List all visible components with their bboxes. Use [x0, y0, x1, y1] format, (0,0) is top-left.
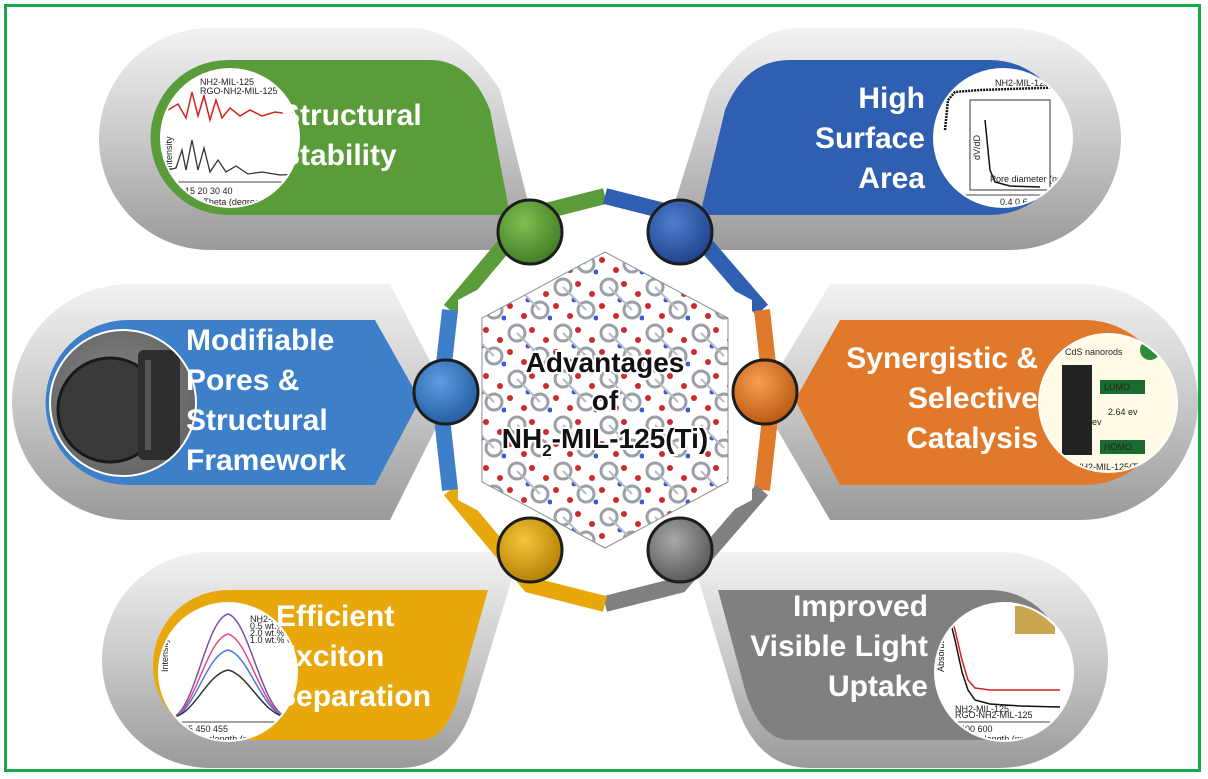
card-label-line: Visible Light — [750, 630, 928, 663]
card-label-line: Area — [858, 162, 925, 195]
card-label-line: Selective — [908, 382, 1038, 415]
inset-ticks: 400 600 — [960, 724, 993, 734]
connector-discs — [412, 198, 799, 584]
disc-gray — [646, 516, 714, 584]
card-label-line: Structural — [280, 99, 422, 132]
inset-absorbance: 400 600 Wavelength (nm) NH2-MIL-125 RGO-… — [934, 602, 1074, 744]
card-label-line: Efficient — [276, 600, 394, 633]
card-label-line: Stability — [280, 139, 397, 172]
card-label-line: Pores & — [186, 364, 299, 397]
inset-label-lumo: LUMO — [1104, 382, 1130, 392]
inset-ticks: 0.4 0.6 — [1000, 197, 1028, 207]
card-label-line: Catalysis — [906, 422, 1038, 455]
inset-xlabel: Wavelength (nm) — [190, 734, 258, 744]
inset-legend: NH2-MIL-125(Ti) — [995, 78, 1062, 88]
inset-ylabel: dV/dD — [972, 134, 982, 160]
inset-xlabel: Wavelength (nm) — [962, 734, 1030, 744]
disc-green — [496, 198, 564, 266]
disc-orange — [731, 358, 799, 426]
label-high-surface-area: High Surface Area — [815, 82, 925, 195]
label-synergistic-catalysis: Synergistic & Selective Catalysis — [846, 342, 1038, 455]
inset-label-gap2: 2.36 ev — [1072, 417, 1102, 427]
inset-label-gap1: 2.64 ev — [1108, 407, 1138, 417]
card-label-line: Exciton — [276, 640, 384, 673]
inset-pl-spectrum: 445 450 455 Wavelength (nm) NH2-MIL-125 … — [158, 602, 355, 744]
card-label-line: High — [858, 82, 925, 115]
label-exciton-separation: Efficient Exciton Separation — [276, 600, 431, 713]
inset-ticks: 445 450 455 — [178, 724, 228, 734]
card-label-line: Synergistic & — [846, 342, 1038, 375]
hexagon-crystal-structure — [481, 251, 729, 549]
inset-xlabel: 2 Theta (degree) — [196, 197, 263, 207]
inset-sem-image — [49, 329, 197, 477]
inset-high-surface-area: 0.4 0.6 NH2-MIL-125(Ti) Pore diameter (n… — [933, 68, 1073, 208]
inset-legend-2: RGO-NH2-MIL-125 — [955, 710, 1033, 720]
card-label-line: Separation — [276, 680, 431, 713]
inset-structural-stability: 15 20 30 40 2 Theta (degree) NH2-MIL-125… — [160, 68, 300, 208]
card-label-line: Modifiable — [186, 324, 334, 357]
inset-label-homo: HOMO — [1104, 442, 1132, 452]
inset-ylabel: Absorbance — [936, 624, 946, 672]
center-title-line3: NH2-MIL-125(Ti) — [502, 423, 709, 460]
inset-legend-4: 1.0 wt.% Cd/NH2-MIL-125 — [250, 635, 355, 645]
inset-ylabel: Intensity — [160, 638, 170, 672]
label-structural-stability: Structural Stability — [280, 99, 422, 172]
card-label-line: Structural — [186, 404, 328, 437]
label-modifiable-pores: Modifiable Pores & Structural Framework — [186, 324, 346, 477]
inset-ylabel: Intensity — [164, 136, 174, 170]
center-title-subscript: 2 — [542, 441, 551, 460]
inset-label-mof: NH2-MIL-125(Ti) — [1075, 462, 1142, 472]
center-title-line1: Advantages — [526, 347, 685, 378]
disc-blue — [412, 358, 480, 426]
card-label-line: Uptake — [828, 670, 928, 703]
inset-xlabel: Pore diameter (nm) — [990, 174, 1068, 184]
label-visible-light: Improved Visible Light Uptake — [750, 590, 928, 703]
center-title-mof: -MIL-125(Ti) — [552, 423, 709, 454]
ring-gray — [603, 484, 769, 612]
inset-band-diagram: CdS nanorods LUMO HOMO 2.64 ev 2.36 ev N… — [1038, 333, 1178, 473]
inset-label-cds: CdS nanorods — [1065, 347, 1123, 357]
center-title: Advantages of NH2-MIL-125(Ti) — [500, 345, 711, 462]
card-label-line: Improved — [793, 590, 928, 623]
inset-legend-1: NH2-MIL-125 — [955, 704, 1009, 714]
card-label-line: Surface — [815, 122, 925, 155]
inset-legend-2: RGO-NH2-MIL-125 — [200, 86, 278, 96]
disc-blue-dark — [646, 198, 714, 266]
inset-ticks: 15 20 30 40 — [185, 186, 233, 196]
center-title-nh: NH — [502, 423, 542, 454]
ring-yellow — [443, 484, 607, 612]
disc-yellow — [496, 516, 564, 584]
inset-legend-3: 2.0 wt.% Cd/NH2-MIL-125 — [250, 628, 355, 638]
center-title-line2: of — [592, 385, 619, 416]
inset-legend-2: 0.5 wt.% Cd/NH2-MIL-125 — [250, 621, 355, 631]
inset-legend-1: NH2-MIL-125 — [200, 77, 254, 87]
card-label-line: Framework — [186, 444, 346, 477]
